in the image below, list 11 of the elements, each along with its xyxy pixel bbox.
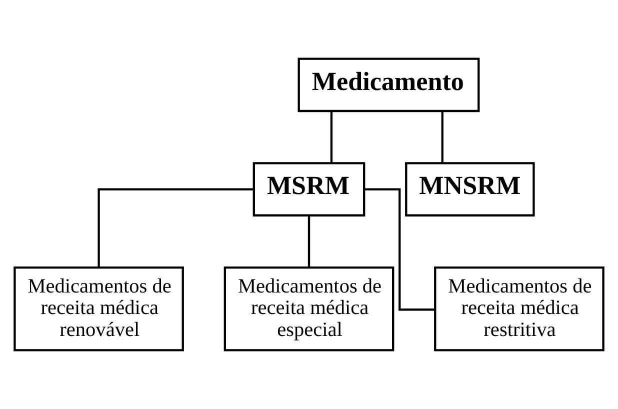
connector xyxy=(98,188,254,268)
connector xyxy=(364,188,435,311)
node-box: MNSRM xyxy=(405,162,535,216)
node-box: MSRM xyxy=(252,162,366,216)
connector xyxy=(308,216,310,268)
node-box: Medicamentos de receita médica renovável xyxy=(14,266,184,352)
node-box: Medicamentos de receita médica restritiva xyxy=(434,266,604,352)
node-box: Medicamentos de receita médica especial xyxy=(224,266,394,352)
connector xyxy=(441,111,444,163)
connector xyxy=(330,111,333,163)
node-box: Medicamento xyxy=(298,58,480,112)
